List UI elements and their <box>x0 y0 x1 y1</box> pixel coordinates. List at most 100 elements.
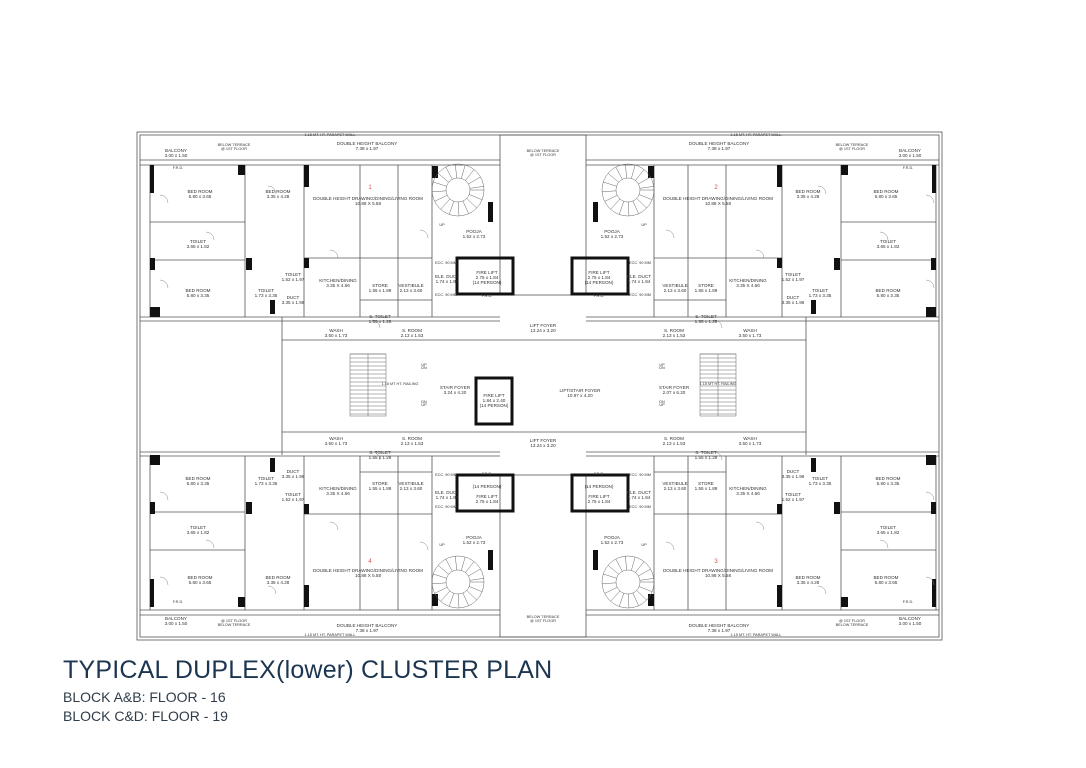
column <box>304 504 309 514</box>
door-swing <box>713 451 723 461</box>
ecc-label: ECC. 90 MM <box>629 293 651 297</box>
bed-room-label: BED ROOM <box>795 575 820 580</box>
bed-room-dimension: 5.80 x 3.65 <box>875 580 898 585</box>
column <box>488 202 493 222</box>
bed-room-dimension: 5.80 x 3.65 <box>189 194 212 199</box>
ecc-label: ECC. 90 MM <box>629 261 651 265</box>
door-swing <box>817 185 827 195</box>
stair-tread <box>469 186 484 189</box>
below-terrace-floor-label: @ 1ST FLOOR <box>530 153 556 157</box>
stair-tread <box>462 592 469 606</box>
duct-dimension: 3.35 x 1.96 <box>282 474 305 479</box>
ele-duct-label: ELE. DUCT <box>435 490 459 495</box>
bed-room-dimension: 5.80 x 3.65 <box>189 580 212 585</box>
stair-tread <box>465 561 475 573</box>
vestibule-dimension: 2.13 x 3.60 <box>664 486 687 491</box>
stair-tread <box>625 164 627 179</box>
fire-lift-shaft <box>455 473 515 513</box>
stair-tread <box>445 558 453 572</box>
pooja-label: POOJA <box>466 535 483 540</box>
balcony-label: BALCONY <box>899 148 921 153</box>
duct-label: DUCT <box>787 295 800 300</box>
bed-room-label: BED ROOM <box>875 288 900 293</box>
s-toilet-dimension: 1.55 x 1.28 <box>369 319 392 324</box>
balcony-dimension: 3.00 x 1.50 <box>165 153 188 158</box>
toilet-label: TOILET <box>812 476 828 481</box>
column <box>270 458 275 472</box>
core-lower <box>499 474 587 638</box>
door-swing <box>665 229 675 239</box>
toilet-label: TOILET <box>785 272 801 277</box>
s-room-dimension: 2.13 x 1.53 <box>663 333 686 338</box>
toilet-dimension: 1.52 x 1.97 <box>782 497 805 502</box>
balcony-dimension: 3.00 x 1.50 <box>165 621 188 626</box>
column <box>834 502 840 514</box>
pooja-dimension: 1.52 x 2.73 <box>601 540 624 545</box>
wash-dimension: 3.50 x 1.73 <box>325 441 348 446</box>
s-toilet-label: S. TOILET <box>695 450 717 455</box>
column <box>841 165 848 175</box>
stair-foyer-label: STAIR FOYER <box>440 385 471 390</box>
living-room-dimension: 10.88 X 5.58 <box>355 201 381 206</box>
frd-label: F.R.D. <box>594 294 605 298</box>
stair-foyer-label: STAIR FOYER <box>659 385 690 390</box>
column <box>926 307 936 317</box>
column <box>488 550 493 570</box>
stair-tread <box>632 200 639 214</box>
column <box>246 258 252 270</box>
column <box>304 165 309 187</box>
fire-lift-shaft <box>570 256 630 296</box>
s-room-label: S. ROOM <box>664 328 684 333</box>
door-swing <box>267 585 277 595</box>
column <box>432 166 438 178</box>
kitchen-label: KITCHEN/DINING <box>319 278 357 283</box>
column <box>932 579 936 607</box>
column <box>931 258 936 270</box>
door-swing <box>925 491 935 501</box>
toilet-dimension: 3.65 x 1.82 <box>187 244 210 249</box>
stair-tread <box>636 198 647 209</box>
unit-number: 4 <box>368 559 372 565</box>
dh-balcony-dimension: 7.38 x 1.97 <box>356 146 379 151</box>
stair-tread <box>462 200 469 214</box>
column <box>593 550 598 570</box>
below-terrace-floor-label: @ 1ST FLOOR <box>839 619 865 623</box>
s-room-dimension: 2.13 x 1.53 <box>663 441 686 446</box>
stair-up-label: UP <box>421 363 427 367</box>
duct-dimension: 3.35 x 1.96 <box>282 300 305 305</box>
stair-tread <box>618 593 625 607</box>
vestibule-label: VESTIBULE <box>662 481 687 486</box>
pooja-label: POOJA <box>466 229 483 234</box>
frd-label: F.R.D. <box>903 600 914 604</box>
stair-up-label: UP <box>659 403 665 407</box>
unit-number: 1 <box>368 185 372 191</box>
center-fire-lift-label: FIRE LIFT <box>483 393 504 398</box>
living-room-label: DOUBLE HEIGHT DRAWING/DINING/LIVING ROOM <box>663 196 773 201</box>
stair-tread <box>433 573 447 579</box>
center-fire-lift-capacity: (14 PERSON) <box>480 403 509 408</box>
building-inner-outline <box>139 134 940 638</box>
bed-room-label: BED ROOM <box>185 288 210 293</box>
stair-tread <box>432 190 447 193</box>
column <box>593 202 598 222</box>
column <box>150 455 160 465</box>
spiral-stair-core <box>445 569 471 595</box>
stair-tread <box>615 558 623 572</box>
bed-room-label: BED ROOM <box>795 189 820 194</box>
s-toilet-dimension: 1.55 x 1.28 <box>695 319 718 324</box>
stair-dn-label: DN <box>659 366 665 370</box>
bed-room-dimension: 5.80 x 3.35 <box>187 481 210 486</box>
vestibule-dimension: 2.13 x 3.60 <box>400 486 423 491</box>
parapet-label: 1.15 MT. HT. PARAPET WALL <box>731 633 782 637</box>
balcony-dimension: 3.00 x 1.50 <box>899 621 922 626</box>
below-terrace-floor-label: @ 1ST FLOOR <box>221 619 247 623</box>
stair-tread <box>638 568 651 577</box>
plan-subtitle-line: BLOCK C&D: FLOOR - 19 <box>63 708 228 724</box>
duct-label: DUCT <box>787 469 800 474</box>
unit-number: 3 <box>714 559 718 565</box>
door-swing <box>329 521 339 531</box>
toilet-label: TOILET <box>285 492 301 497</box>
fire-lift-capacity: (14 PERSON) <box>585 280 614 285</box>
toilet-dimension: 3.65 x 1.82 <box>877 530 900 535</box>
stair-foyer-dimension: 2.07 x 6.20 <box>663 390 686 395</box>
